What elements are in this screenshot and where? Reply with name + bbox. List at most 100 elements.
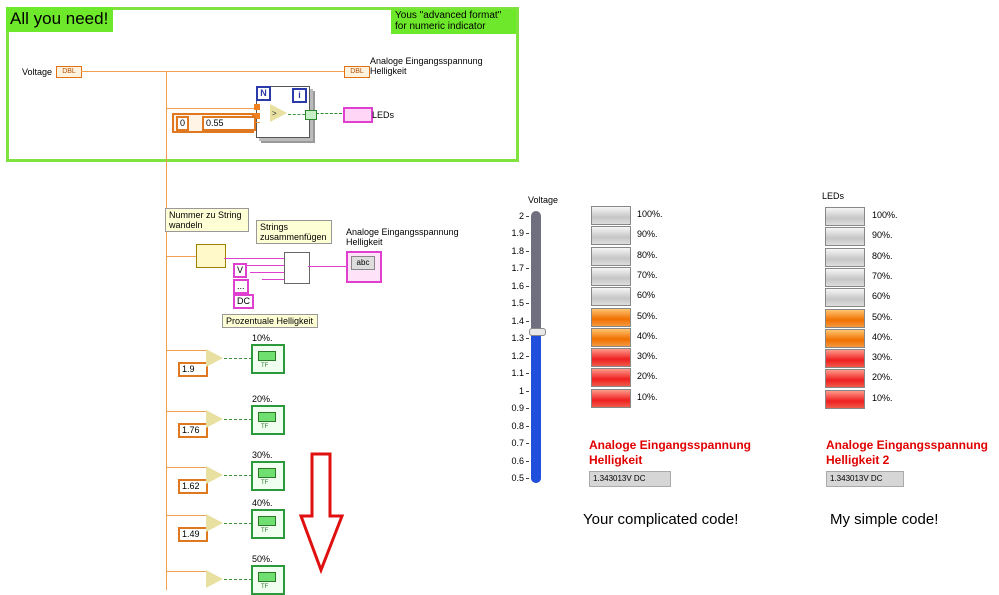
led-label-panel_left: 40%.: [637, 330, 658, 341]
threshold-constant[interactable]: 1.49: [178, 527, 208, 542]
threshold-led-terminal[interactable]: TF: [251, 565, 285, 595]
led-label-panel_right: 30%.: [872, 352, 893, 363]
leds-terminal[interactable]: [343, 107, 373, 123]
threshold-led-tf: TF: [261, 584, 269, 590]
slider-scale-label: 0.5: [511, 473, 524, 483]
string-constant-v[interactable]: V: [233, 263, 248, 278]
threshold-led-label: 20%.: [252, 394, 273, 404]
right-leds-label: LEDs: [822, 191, 845, 201]
slider-scale-label: 1.3: [511, 333, 524, 344]
threshold-led-tf: TF: [261, 424, 269, 430]
led-label-panel_left: 70%.: [637, 269, 658, 280]
string-constant-dc[interactable]: DC: [233, 294, 254, 309]
led-label-panel_right: 50%.: [872, 311, 893, 322]
slider-scale-label: 1.9: [511, 228, 524, 239]
led-panel_left: [591, 287, 631, 307]
slider-scale-label: 1: [518, 385, 524, 396]
loop-iteration-terminal: i: [292, 88, 307, 103]
loop-count-terminal[interactable]: N: [256, 86, 271, 101]
threshold-compare-node[interactable]: [206, 466, 223, 484]
threshold-led-label: 10%.: [252, 333, 273, 343]
led-panel_right: [825, 389, 865, 409]
threshold-compare-node[interactable]: [206, 570, 223, 588]
led-panel_right: [825, 349, 865, 369]
slider-scale-label: 0.9: [511, 403, 524, 414]
right-indicator-title: Analoge Eingangsspannung Helligkeit 2: [826, 438, 989, 467]
array-index-constant[interactable]: 0: [176, 116, 190, 131]
slider-tick: [526, 216, 529, 217]
right-string-indicator: 1.343013V DC: [826, 471, 904, 487]
threshold-led-face: [258, 468, 276, 478]
slider-tick: [526, 478, 529, 479]
slider-tick: [526, 250, 529, 252]
slider-tick: [526, 390, 529, 392]
for-loop[interactable]: [256, 86, 310, 138]
threshold-led-terminal[interactable]: TF: [251, 405, 285, 435]
threshold-compare-node[interactable]: [206, 514, 223, 532]
slider-fill: [531, 330, 541, 483]
threshold-bool-wire: [224, 419, 252, 420]
slider-tick: [526, 320, 529, 322]
loop-compare-node[interactable]: [270, 104, 287, 122]
threshold-constant[interactable]: 1.62: [178, 479, 208, 494]
string-constant-dots[interactable]: ...: [233, 279, 249, 294]
threshold-led-terminal[interactable]: TF: [251, 461, 285, 491]
slider-thumb[interactable]: [529, 327, 546, 336]
slider-scale-label: 1.5: [511, 298, 524, 309]
loop-tunnel-in: [254, 104, 260, 110]
array-value-constant[interactable]: 0.55: [202, 116, 256, 131]
highlight-frame: [6, 7, 519, 162]
slider-tick: [526, 233, 529, 235]
led-panel_left: [591, 348, 631, 368]
threshold-compare-node[interactable]: [206, 349, 223, 367]
threshold-constant[interactable]: 1.9: [178, 362, 208, 377]
loop-bool-wire: [288, 114, 310, 115]
led-label-panel_left: 100%.: [637, 209, 663, 219]
number-to-string-node[interactable]: [196, 244, 226, 268]
threshold-compare-node[interactable]: [206, 410, 223, 428]
led-panel_left: [591, 388, 631, 408]
string-wire-4: [262, 279, 284, 280]
concatenate-node[interactable]: [284, 252, 310, 284]
threshold-led-terminal[interactable]: TF: [251, 344, 285, 374]
slider-scale-label: 1.2: [511, 350, 524, 361]
threshold-led-terminal[interactable]: TF: [251, 509, 285, 539]
left-caption: Your complicated code!: [583, 511, 739, 528]
compare-symbol: >: [272, 109, 277, 118]
led-panel_right: [825, 328, 865, 348]
threshold-bool-wire: [224, 475, 252, 476]
slider-scale-label: 1.8: [511, 245, 524, 256]
threshold-constant[interactable]: 1.76: [178, 423, 208, 438]
highlight-title: All you need!: [6, 7, 114, 32]
format-input-wire: [166, 256, 196, 257]
threshold-led-tf: TF: [261, 480, 269, 486]
concat-out-label: Analoge Eingangsspannung Helligkeit: [346, 227, 459, 247]
threshold-led-face: [258, 516, 276, 526]
slider-tick: [526, 285, 529, 287]
string-indicator-face: abc: [351, 256, 375, 270]
threshold-bool-wire: [224, 358, 252, 359]
threshold-wire: [166, 515, 206, 516]
out-indicator-terminal[interactable]: DBL: [344, 66, 370, 78]
led-label-panel_left: 50%.: [637, 310, 658, 321]
slider-tick: [526, 355, 529, 357]
led-label-panel_left: 30%.: [637, 351, 658, 362]
threshold-wire: [166, 467, 206, 468]
voltage-trunk-wire: [166, 71, 167, 590]
voltage-control-terminal[interactable]: DBL: [56, 66, 82, 78]
led-label-panel_right: 90%.: [872, 230, 893, 241]
led-panel_right: [825, 369, 865, 389]
led-label-panel_right: 70%.: [872, 270, 893, 281]
slider-scale-label: 2: [518, 211, 524, 221]
slider-scale-label: 1.6: [511, 280, 524, 291]
led-label-panel_right: 100%.: [872, 210, 898, 220]
threshold-wire: [166, 411, 206, 412]
slider-scale-label: 1.1: [511, 368, 524, 379]
string-wire-1: [224, 258, 284, 259]
led-label-panel_left: 90%.: [637, 229, 658, 240]
threshold-led-label: 30%.: [252, 450, 273, 460]
led-panel_right: [825, 227, 865, 247]
led-label-panel_right: 40%.: [872, 331, 893, 342]
out-indicator-label: Analoge Eingangsspannung Helligkeit: [370, 56, 483, 76]
slider-scale-label: 0.8: [511, 420, 524, 431]
